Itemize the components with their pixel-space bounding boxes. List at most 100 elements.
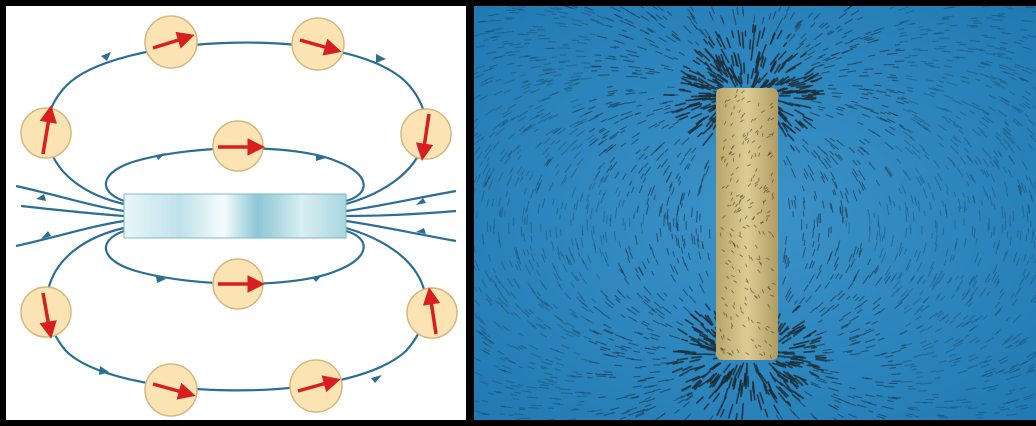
iron-filing xyxy=(767,216,770,217)
iron-filing xyxy=(832,93,842,94)
iron-filing xyxy=(853,86,863,87)
iron-filing xyxy=(610,215,611,221)
iron-filing xyxy=(890,368,896,369)
bar-magnet xyxy=(124,194,346,238)
iron-filing xyxy=(665,213,666,218)
iron-filing xyxy=(755,26,756,32)
iron-filing xyxy=(607,216,608,224)
iron-filing xyxy=(784,352,794,353)
iron-filing xyxy=(660,229,661,237)
iron-filing xyxy=(748,74,749,83)
iron-filing xyxy=(957,50,964,51)
iron-filing xyxy=(598,75,609,76)
iron-filing xyxy=(547,419,554,420)
iron-filing xyxy=(745,374,746,384)
iron-filing xyxy=(526,209,527,213)
iron-filing xyxy=(896,49,900,50)
iron-filing xyxy=(940,211,941,216)
compass-right-upper xyxy=(401,109,451,159)
iron-filing xyxy=(816,357,826,358)
iron-filing xyxy=(998,29,1005,30)
iron-filing xyxy=(875,85,882,86)
iron-filing xyxy=(561,230,562,236)
iron-filing xyxy=(932,234,933,239)
iron-filing xyxy=(577,405,583,406)
iron-filing xyxy=(828,228,829,237)
iron-filing xyxy=(519,10,525,11)
iron-filing xyxy=(741,307,742,310)
iron-filing xyxy=(480,21,486,22)
iron-filing xyxy=(942,51,951,52)
iron-filing xyxy=(576,83,580,84)
iron-filing xyxy=(570,375,575,376)
iron-filing xyxy=(925,211,926,215)
iron-filing xyxy=(820,214,821,223)
iron-filing xyxy=(672,234,673,239)
iron-filing xyxy=(706,94,716,95)
iron-filing xyxy=(527,215,528,225)
iron-filing xyxy=(726,314,727,317)
iron-filing xyxy=(577,374,582,375)
iron-filing xyxy=(982,404,986,405)
iron-filing xyxy=(674,351,684,352)
compass-bottom-right xyxy=(290,360,342,412)
iron-filing xyxy=(643,215,644,224)
iron-filing xyxy=(793,356,803,357)
iron-filing xyxy=(812,347,816,348)
axis-line-right-lower xyxy=(346,221,456,241)
iron-filing xyxy=(919,27,923,28)
iron-filing xyxy=(754,16,755,23)
iron-filing xyxy=(677,214,678,221)
iron-filing xyxy=(991,233,992,238)
iron-filing xyxy=(1026,7,1035,8)
iron-filing xyxy=(728,205,731,206)
iron-filings-photo xyxy=(474,6,1036,420)
iron-filing xyxy=(892,374,900,375)
iron-filing xyxy=(951,25,957,26)
iron-filing xyxy=(506,10,515,11)
iron-filing xyxy=(803,233,804,240)
iron-filing xyxy=(514,414,523,415)
iron-filing xyxy=(943,228,944,235)
iron-filing xyxy=(603,235,604,240)
compass-bottom-left xyxy=(145,364,197,416)
iron-filing xyxy=(599,397,605,398)
compass-right-lower xyxy=(407,288,457,338)
iron-filing xyxy=(819,214,820,222)
iron-filing xyxy=(626,90,632,91)
iron-filing xyxy=(741,64,742,74)
compass-top-right xyxy=(292,18,344,70)
iron-filing xyxy=(940,417,948,418)
iron-filing xyxy=(937,416,946,417)
iron-filing xyxy=(947,60,952,61)
iron-filing xyxy=(572,40,578,41)
iron-filing xyxy=(605,372,612,373)
iron-filing xyxy=(922,226,923,234)
iron-filing xyxy=(487,31,493,32)
iron-filing xyxy=(753,25,754,32)
compass-center-top xyxy=(213,121,263,171)
iron-filing xyxy=(902,382,912,383)
iron-filing xyxy=(579,377,584,378)
iron-filing xyxy=(664,215,665,226)
iron-filing xyxy=(1023,6,1033,7)
axis-line-right-upper xyxy=(346,191,456,211)
iron-filing xyxy=(703,244,704,248)
iron-filing xyxy=(892,80,898,81)
iron-filing xyxy=(740,380,741,390)
iron-filing xyxy=(758,103,759,106)
iron-filing xyxy=(933,60,939,61)
iron-filing xyxy=(972,226,973,236)
iron-filing xyxy=(550,230,551,236)
iron-filing xyxy=(971,41,980,42)
iron-filing xyxy=(503,42,509,43)
iron-filing xyxy=(586,39,590,40)
iron-filing xyxy=(692,357,702,358)
iron-filing xyxy=(634,376,640,377)
iron-filing xyxy=(744,63,745,73)
iron-filing xyxy=(888,77,897,78)
cylindrical-magnet xyxy=(716,88,778,360)
iron-filing xyxy=(991,27,999,28)
iron-filing xyxy=(558,69,563,70)
iron-filing xyxy=(906,76,912,77)
